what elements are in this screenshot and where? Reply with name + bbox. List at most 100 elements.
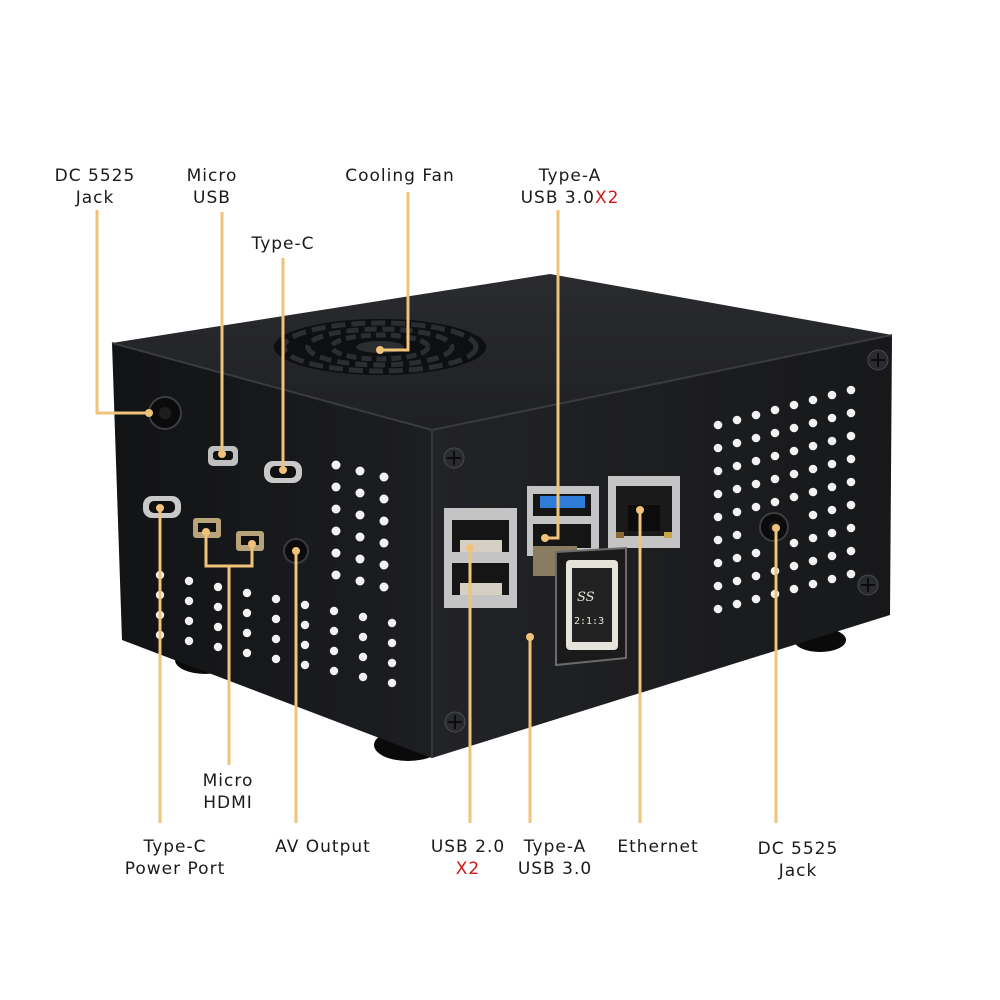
vent-hole — [242, 648, 252, 658]
vent-hole — [355, 488, 365, 498]
vent-hole — [355, 466, 365, 476]
vent-hole — [808, 395, 818, 405]
vent-hole — [751, 594, 761, 604]
usb-2-port-stack — [444, 508, 517, 608]
vent-hole — [846, 408, 856, 418]
vent-hole — [379, 516, 389, 526]
vent-hole — [732, 576, 742, 586]
vent-hole — [271, 654, 281, 664]
leader-lines — [95, 192, 778, 823]
screw — [444, 711, 466, 733]
dc-5525-jack-left — [148, 396, 182, 430]
vent-hole — [331, 570, 341, 580]
vent-hole — [213, 602, 223, 612]
vent-hole — [713, 466, 723, 476]
vent-hole — [713, 535, 723, 545]
vent-hole — [184, 576, 194, 586]
vent-hole — [732, 599, 742, 609]
vent-hole — [770, 474, 780, 484]
vent-hole — [808, 418, 818, 428]
vent-hole — [387, 678, 397, 688]
vent-hole — [213, 622, 223, 632]
vent-hole — [329, 646, 339, 656]
vent-hole — [827, 459, 837, 469]
vent-hole — [846, 569, 856, 579]
vent-hole — [271, 634, 281, 644]
vent-hole — [846, 431, 856, 441]
vent-hole — [713, 443, 723, 453]
vent-hole — [751, 410, 761, 420]
usb-3-port-stack — [527, 486, 599, 556]
ethernet-port — [608, 476, 680, 548]
vent-hole — [355, 554, 365, 564]
leader-dots — [145, 346, 780, 641]
vent-hole — [770, 451, 780, 461]
vent-hole — [713, 489, 723, 499]
vent-hole — [379, 538, 389, 548]
vent-hole — [732, 530, 742, 540]
vent-hole — [355, 576, 365, 586]
vent-hole — [808, 487, 818, 497]
vent-hole — [358, 672, 368, 682]
vent-hole — [770, 428, 780, 438]
vent-hole — [789, 561, 799, 571]
vent-hole — [846, 546, 856, 556]
vent-hole — [808, 533, 818, 543]
vent-hole — [827, 482, 837, 492]
vent-hole — [242, 588, 252, 598]
vent-hole — [355, 532, 365, 542]
vent-hole — [713, 512, 723, 522]
vent-hole — [355, 510, 365, 520]
vent-hole — [732, 438, 742, 448]
label-micro-usb: Micro USB — [186, 166, 238, 208]
vent-hole — [846, 454, 856, 464]
vent-hole — [331, 548, 341, 558]
label-type-c-power: Type-C Power Port — [124, 837, 226, 879]
label-usb3-top: Type-A USB 3.0X2 — [520, 166, 620, 208]
vent-hole — [789, 492, 799, 502]
label-dc-jack-right: DC 5525 Jack — [757, 839, 839, 881]
vent-hole — [827, 390, 837, 400]
vent-hole — [329, 666, 339, 676]
vent-hole — [827, 413, 837, 423]
vent-hole — [789, 469, 799, 479]
vent-hole — [808, 579, 818, 589]
ss-usb-logo-icon: SS — [577, 590, 595, 605]
vent-hole — [331, 504, 341, 514]
vent-hole — [331, 526, 341, 536]
vent-hole — [789, 538, 799, 548]
vent-hole — [379, 560, 389, 570]
vent-hole — [242, 628, 252, 638]
vent-hole — [789, 446, 799, 456]
vent-hole — [713, 558, 723, 568]
vent-hole — [751, 548, 761, 558]
vent-hole — [846, 385, 856, 395]
vent-hole — [379, 494, 389, 504]
vent-hole — [751, 479, 761, 489]
vent-hole — [387, 638, 397, 648]
vent-hole — [331, 460, 341, 470]
case-left-side — [112, 343, 432, 758]
vent-hole — [751, 571, 761, 581]
label-type-c: Type-C — [251, 234, 315, 254]
vent-hole — [770, 405, 780, 415]
vent-hole — [751, 456, 761, 466]
usb-3-adapter — [533, 546, 627, 667]
vent-hole — [329, 626, 339, 636]
vent-hole — [732, 484, 742, 494]
vent-hole — [732, 415, 742, 425]
vent-hole — [846, 477, 856, 487]
vent-hole — [808, 464, 818, 474]
case-top — [112, 274, 892, 430]
side-vent-holes — [155, 460, 397, 688]
label-ethernet: Ethernet — [617, 837, 699, 857]
vent-hole — [358, 632, 368, 642]
label-cooling-fan: Cooling Fan — [345, 166, 455, 186]
vent-hole — [751, 502, 761, 512]
vent-hole — [184, 596, 194, 606]
vent-hole — [751, 433, 761, 443]
vent-hole — [329, 606, 339, 616]
vent-hole — [732, 553, 742, 563]
